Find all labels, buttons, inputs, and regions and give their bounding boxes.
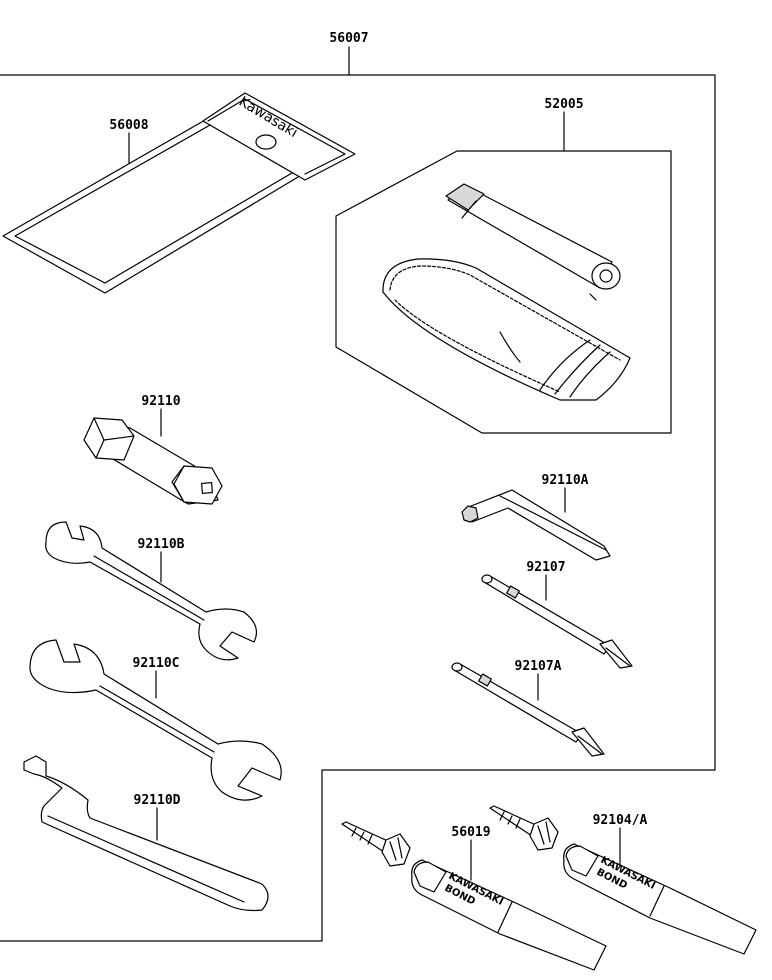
label-open-wrench-small[interactable]: 92110B bbox=[138, 537, 185, 552]
label-screwdriver-bit-alt[interactable]: 92107A bbox=[515, 659, 562, 674]
screwdriver-bit-icon bbox=[481, 574, 633, 669]
plug-wrench-kit-icon bbox=[382, 183, 631, 401]
label-hook-spanner[interactable]: 92110D bbox=[134, 793, 181, 808]
kit-outline bbox=[335, 150, 672, 434]
bond-tube-icon: KAWASAKI BOND bbox=[341, 821, 607, 971]
box-wrench-icon bbox=[83, 417, 223, 505]
hex-key-icon bbox=[461, 489, 611, 561]
label-plug-wrench-kit[interactable]: 52005 bbox=[544, 97, 583, 112]
screwdriver-bit-icon bbox=[451, 662, 605, 757]
label-screwdriver-bit[interactable]: 92107 bbox=[526, 560, 565, 575]
label-bond-tube-alt[interactable]: 92104/A bbox=[593, 813, 648, 828]
open-end-wrench-icon bbox=[29, 639, 282, 801]
open-end-wrench-icon bbox=[45, 521, 257, 661]
label-open-wrench-large[interactable]: 92110C bbox=[133, 656, 180, 671]
label-box-wrench[interactable]: 92110 bbox=[141, 394, 180, 409]
label-bond-tube[interactable]: 56019 bbox=[451, 825, 490, 840]
label-hex-key[interactable]: 92110A bbox=[542, 473, 589, 488]
hook-spanner-icon bbox=[23, 755, 269, 912]
label-tool-bag[interactable]: 56008 bbox=[109, 118, 148, 133]
label-assembly[interactable]: 56007 bbox=[329, 31, 368, 46]
assembly-outline bbox=[0, 74, 716, 942]
tool-bag-icon: Kawasaki bbox=[2, 92, 356, 294]
